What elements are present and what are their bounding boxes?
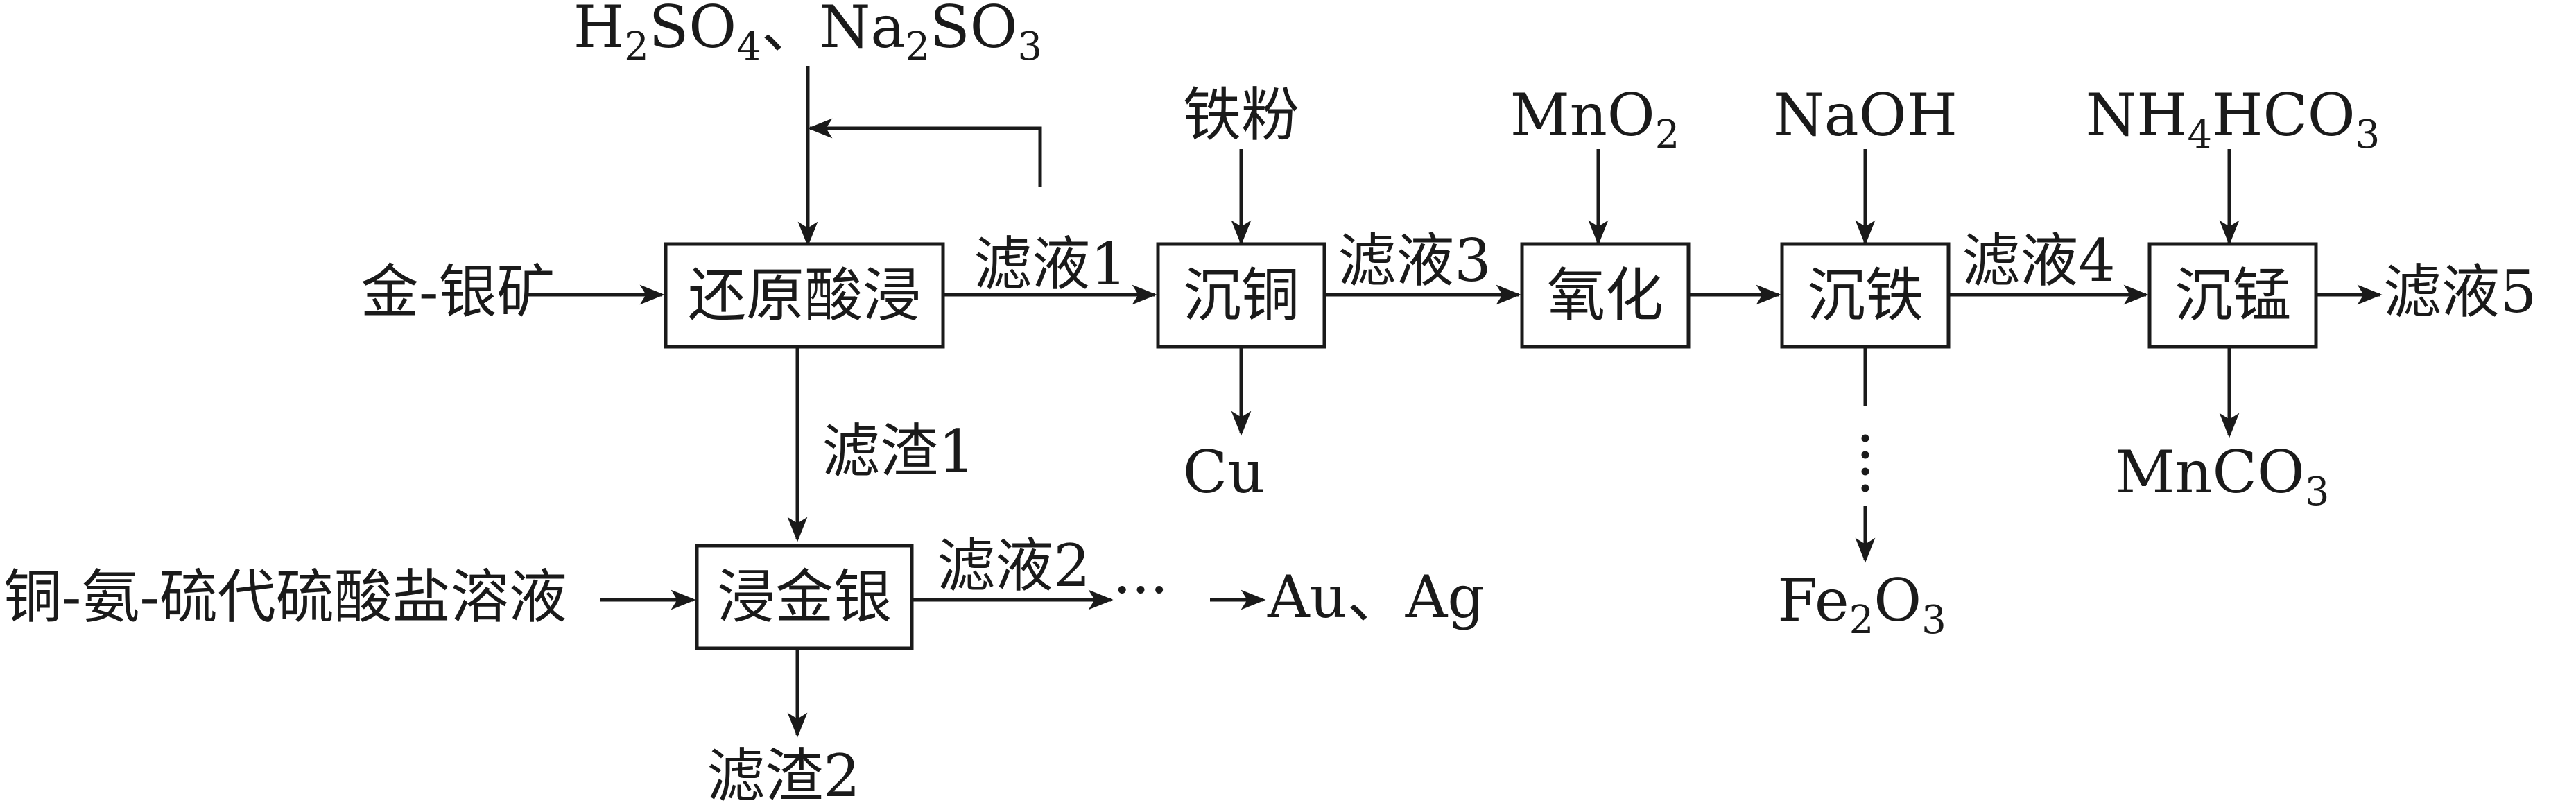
o-subscript: 3	[1921, 598, 1946, 643]
step-oxidation-label: 氧化	[1547, 261, 1663, 329]
product-cu: Cu	[1183, 438, 1265, 506]
step-manganese-precipitation: 沉锰	[2147, 242, 2318, 349]
so3-subscript: 3	[1018, 24, 1043, 69]
hco3-subscript: 3	[2355, 112, 2380, 157]
step-copper-precipitation-label: 沉铜	[1183, 261, 1299, 329]
filtrate4-label: 滤液4	[1962, 227, 2115, 295]
reagent-mno2: MnO2	[1510, 81, 1680, 157]
so-symbol: SO	[649, 0, 736, 61]
ellipsis: ···	[1113, 556, 1168, 624]
o-symbol: O	[1874, 567, 1921, 634]
reagent-h2so4-na2so3: H2SO4、Na2SO3	[573, 0, 1042, 69]
so3-symbol: SO	[930, 0, 1017, 61]
nh4-subscript: 4	[2188, 112, 2213, 157]
product-mnco3: MnCO3	[2116, 438, 2330, 515]
fe-subscript: 2	[1849, 598, 1874, 643]
hco3-symbol: HCO	[2212, 81, 2355, 149]
reagent-thiosulfate: 铜-氨-硫代硫酸盐溶液	[3, 563, 567, 631]
fe-symbol: Fe	[1777, 567, 1849, 634]
step-gold-silver-leaching: 浸金银	[695, 544, 914, 650]
step-copper-precipitation: 沉铜	[1156, 242, 1326, 349]
step-oxidation: 氧化	[1520, 242, 1691, 349]
step-manganese-precipitation-label: 沉锰	[2175, 261, 2291, 329]
mnco3-base: MnCO	[2116, 438, 2305, 506]
mno2-subscript: 2	[1655, 112, 1680, 157]
vertical-ellipsis	[1861, 434, 1869, 492]
reagent-iron-powder: 铁粉	[1183, 81, 1299, 149]
residue2-label: 滤渣2	[707, 742, 860, 810]
reagent-naoh: NaOH	[1773, 81, 1957, 149]
filtrate2-label: 滤液2	[937, 532, 1090, 600]
h-symbol: H	[573, 0, 624, 61]
filtrate1-label: 滤液1	[974, 230, 1127, 298]
product-au-ag: Au、Ag	[1267, 563, 1485, 631]
step-reduction-leaching: 还原酸浸	[664, 242, 945, 349]
step-iron-precipitation: 沉铁	[1780, 242, 1951, 349]
mnco3-subscript: 3	[2305, 469, 2330, 515]
step-gold-silver-leaching-label: 浸金银	[717, 563, 892, 631]
filtrate3-label: 滤液3	[1338, 227, 1491, 295]
h-subscript: 2	[624, 24, 649, 69]
mno2-base: MnO	[1510, 81, 1655, 149]
nh4-symbol: NH	[2086, 81, 2188, 149]
separator: 、	[761, 0, 820, 61]
filtrate5-label: 滤液5	[2383, 258, 2536, 326]
na-symbol: Na	[820, 0, 906, 61]
step-reduction-leaching-label: 还原酸浸	[688, 261, 921, 329]
na-subscript: 2	[905, 24, 930, 69]
reagent-nh4hco3: NH4HCO3	[2086, 81, 2380, 157]
residue1-label: 滤渣1	[822, 417, 975, 485]
product-fe2o3: Fe2O3	[1777, 567, 1946, 643]
arrow-recycle-loop	[807, 118, 1042, 187]
step-iron-precipitation-label: 沉铁	[1807, 261, 1924, 329]
so4-subscript: 4	[736, 24, 761, 69]
raw-material-label: 金-银矿	[361, 258, 555, 326]
